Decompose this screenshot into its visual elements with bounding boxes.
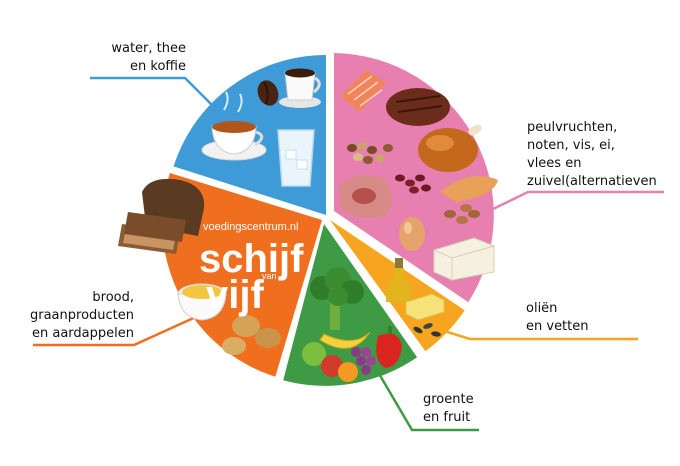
water-glass-icon — [277, 129, 315, 187]
chicken-breast-icon — [440, 176, 498, 202]
label-water-line-2: en koffie — [130, 59, 186, 74]
label-bread-line-3: en aardappelen — [32, 326, 134, 341]
grapes-icon — [351, 347, 376, 375]
leader-oils — [427, 324, 638, 341]
meat-chop-icon — [338, 175, 392, 218]
potatoes-icon — [222, 315, 281, 355]
label-water: water, thee en koffie — [98, 40, 186, 76]
brand-small: van — [262, 271, 277, 281]
beans-icon — [395, 174, 431, 194]
orange-fruit-icon — [338, 362, 358, 382]
label-vegfruit: groente en fruit — [423, 391, 474, 427]
segment-protein — [334, 53, 494, 303]
segment-bread — [162, 173, 322, 377]
salmon-icon — [340, 70, 386, 112]
coffee-bean-icon — [257, 80, 279, 106]
label-bread-line-1: brood, — [92, 290, 134, 305]
label-protein-line-3: vlees en — [527, 156, 582, 171]
label-water-line-1: water, thee — [111, 41, 186, 56]
banana-icon — [319, 331, 371, 349]
brand-word1: schijf — [199, 237, 304, 281]
label-bread-line-2: graanproducten — [29, 308, 134, 323]
broccoli-icon — [310, 267, 364, 330]
label-protein-line-1: peulvruchten, — [527, 120, 618, 135]
label-oils: oliën en vetten — [526, 300, 589, 336]
roast-chicken-icon — [418, 124, 482, 172]
almonds-icon — [444, 204, 480, 224]
steak-icon — [386, 88, 450, 126]
leader-water — [90, 76, 236, 129]
tea-cup-icon — [201, 91, 267, 161]
label-protein-line-4: zuivel(alternatieven — [527, 174, 657, 189]
pepper-icon — [376, 326, 402, 368]
label-vegfruit-line-1: groente — [423, 392, 474, 407]
label-oils-line-1: oliën — [526, 301, 558, 316]
brand-word2: vijf — [206, 273, 264, 317]
label-bread: brood, graanproducten en aardappelen — [8, 289, 134, 343]
label-vegfruit-line-2: en fruit — [423, 410, 471, 425]
label-protein: peulvruchten, noten, vis, ei, vlees en z… — [527, 119, 657, 191]
label-protein-line-2: noten, vis, ei, — [527, 138, 615, 153]
egg-icon — [399, 217, 425, 251]
apple-icon — [302, 342, 343, 377]
pasta-bowl-icon — [177, 283, 227, 321]
label-oils-line-2: en vetten — [526, 319, 589, 334]
seeds-icon — [413, 323, 441, 337]
tofu-icon — [433, 237, 495, 281]
nuts-icon — [347, 142, 393, 164]
brand-site: voedingscentrum.nl — [203, 221, 298, 233]
butter-icon — [405, 293, 445, 321]
coffee-cup-icon — [279, 68, 321, 108]
oil-bottle-icon — [386, 258, 412, 302]
leader-bread — [33, 314, 199, 347]
bread-loaf-icon — [118, 178, 205, 254]
leader-vegfruit — [376, 371, 479, 432]
